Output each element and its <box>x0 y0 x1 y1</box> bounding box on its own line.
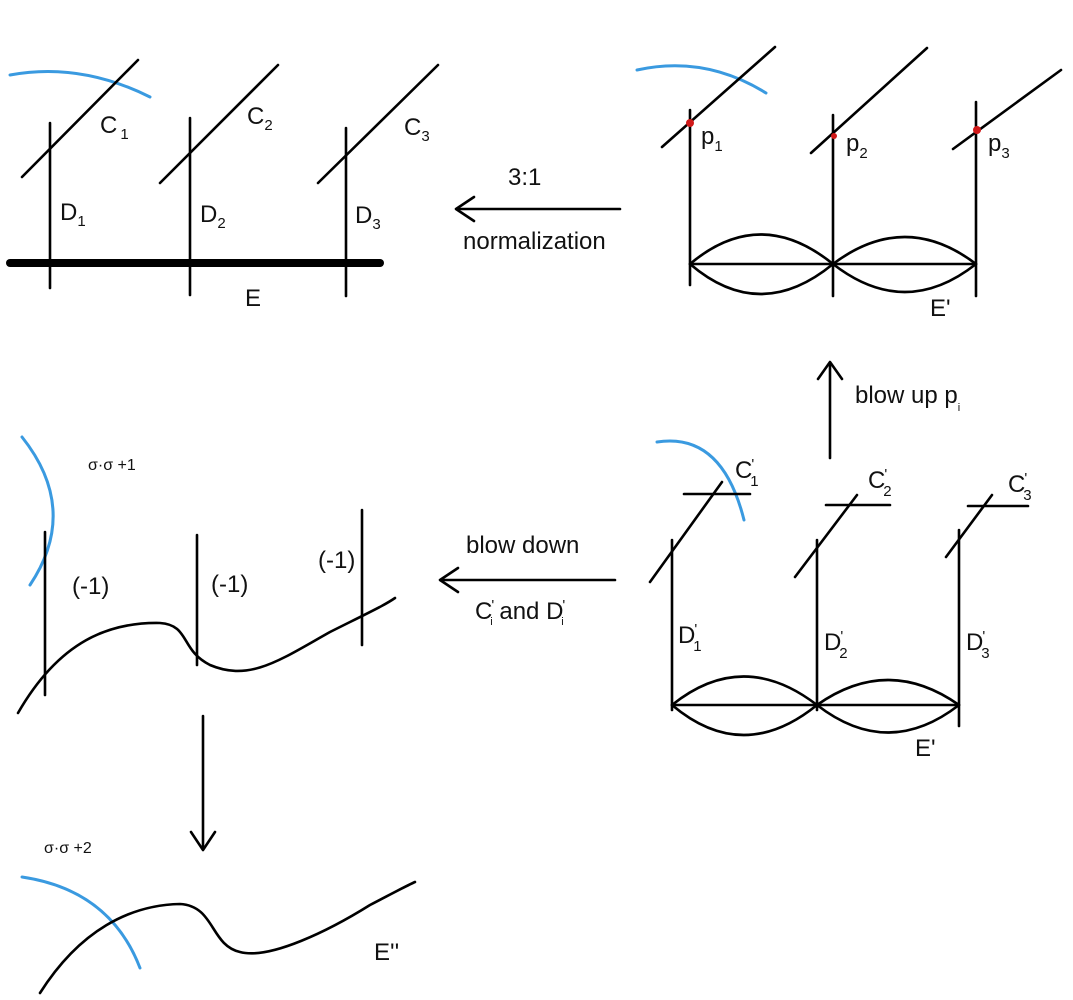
curve-top-right-3 <box>951 68 1063 151</box>
point-p3 <box>973 126 981 134</box>
label-p3: p3 <box>988 130 1010 162</box>
lens-mid-lower-1 <box>670 703 819 737</box>
label-c2: C2 <box>247 103 273 134</box>
label-c3-prime: C'3 <box>1008 470 1032 504</box>
label-p2: p2 <box>846 130 868 162</box>
label-3to1: 3:1 <box>508 164 541 191</box>
point-p2 <box>831 133 837 139</box>
label-c1-prime: C'1 <box>735 456 759 490</box>
label-e: E <box>245 285 261 312</box>
arrow-down <box>189 714 217 852</box>
label-d2: D2 <box>200 201 226 232</box>
base-curve-mid-left <box>16 596 397 715</box>
label-d2-prime: D'2 <box>824 628 848 662</box>
label-blow-down: blow down <box>466 532 579 559</box>
section-curve-bottom <box>20 875 142 970</box>
label-minus1-a: (-1) <box>72 573 109 600</box>
arrow-blowup: blow up pi <box>816 360 960 460</box>
arrow-blowdown: blow down C'i and D'i <box>438 532 617 628</box>
label-ci-di: C'i and D'i <box>475 597 565 628</box>
section-curve-mid-right <box>655 439 746 522</box>
lens-mid-upper-1 <box>670 675 819 707</box>
label-c2-prime: C'2 <box>868 466 892 500</box>
label-d3-prime: D'3 <box>966 628 990 662</box>
lens-mid-upper-2 <box>815 678 961 707</box>
label-minus1-c: (-1) <box>318 547 355 574</box>
label-e-double-prime: E'' <box>374 939 399 966</box>
panel-top-right: p1 p2 p3 E' <box>635 45 1063 322</box>
label-c3: C3 <box>404 114 430 145</box>
label-e-prime-top: E' <box>930 295 951 322</box>
panel-bottom-left: σ·σ +2 E'' <box>20 840 417 995</box>
label-e-prime-mid: E' <box>915 735 936 762</box>
label-normalization: normalization <box>463 228 606 255</box>
label-d3: D3 <box>355 202 381 233</box>
lens-mid-lower-2 <box>815 703 961 734</box>
label-p1: p1 <box>701 123 723 155</box>
curve-top-right-1 <box>660 45 777 149</box>
arrow-normalization: 3:1 normalization <box>454 164 622 255</box>
section-curve-top-left <box>8 70 152 99</box>
label-sigma-plus-2: σ·σ +2 <box>44 840 92 857</box>
label-sigma-plus-1: σ·σ +1 <box>88 457 136 474</box>
panel-mid-left: σ·σ +1 (-1) (-1) (-1) <box>16 435 397 715</box>
curve-c2 <box>158 63 280 185</box>
label-d1-prime: D'1 <box>678 621 702 655</box>
curve-c1-prime <box>648 480 724 584</box>
curve-c2-prime <box>793 493 859 579</box>
section-curve-mid-left <box>20 435 55 587</box>
curve-c1 <box>20 58 140 179</box>
point-p1 <box>686 119 694 127</box>
label-minus1-b: (-1) <box>211 571 248 598</box>
section-curve-top-right <box>635 64 768 95</box>
lens-lower-2 <box>831 262 978 294</box>
lens-upper-2 <box>831 235 978 266</box>
label-blow-up: blow up pi <box>855 382 960 414</box>
curve-c3-prime <box>944 493 994 559</box>
curve-top-right-2 <box>809 46 929 155</box>
label-d1: D1 <box>60 199 86 230</box>
base-curve-e-double-prime <box>38 880 417 995</box>
curve-c3 <box>316 63 440 185</box>
lens-lower-1 <box>688 262 835 296</box>
panel-mid-right: C'1 C'2 C'3 D'1 D'2 D'3 E' <box>648 439 1032 762</box>
lens-upper-1 <box>688 233 835 266</box>
